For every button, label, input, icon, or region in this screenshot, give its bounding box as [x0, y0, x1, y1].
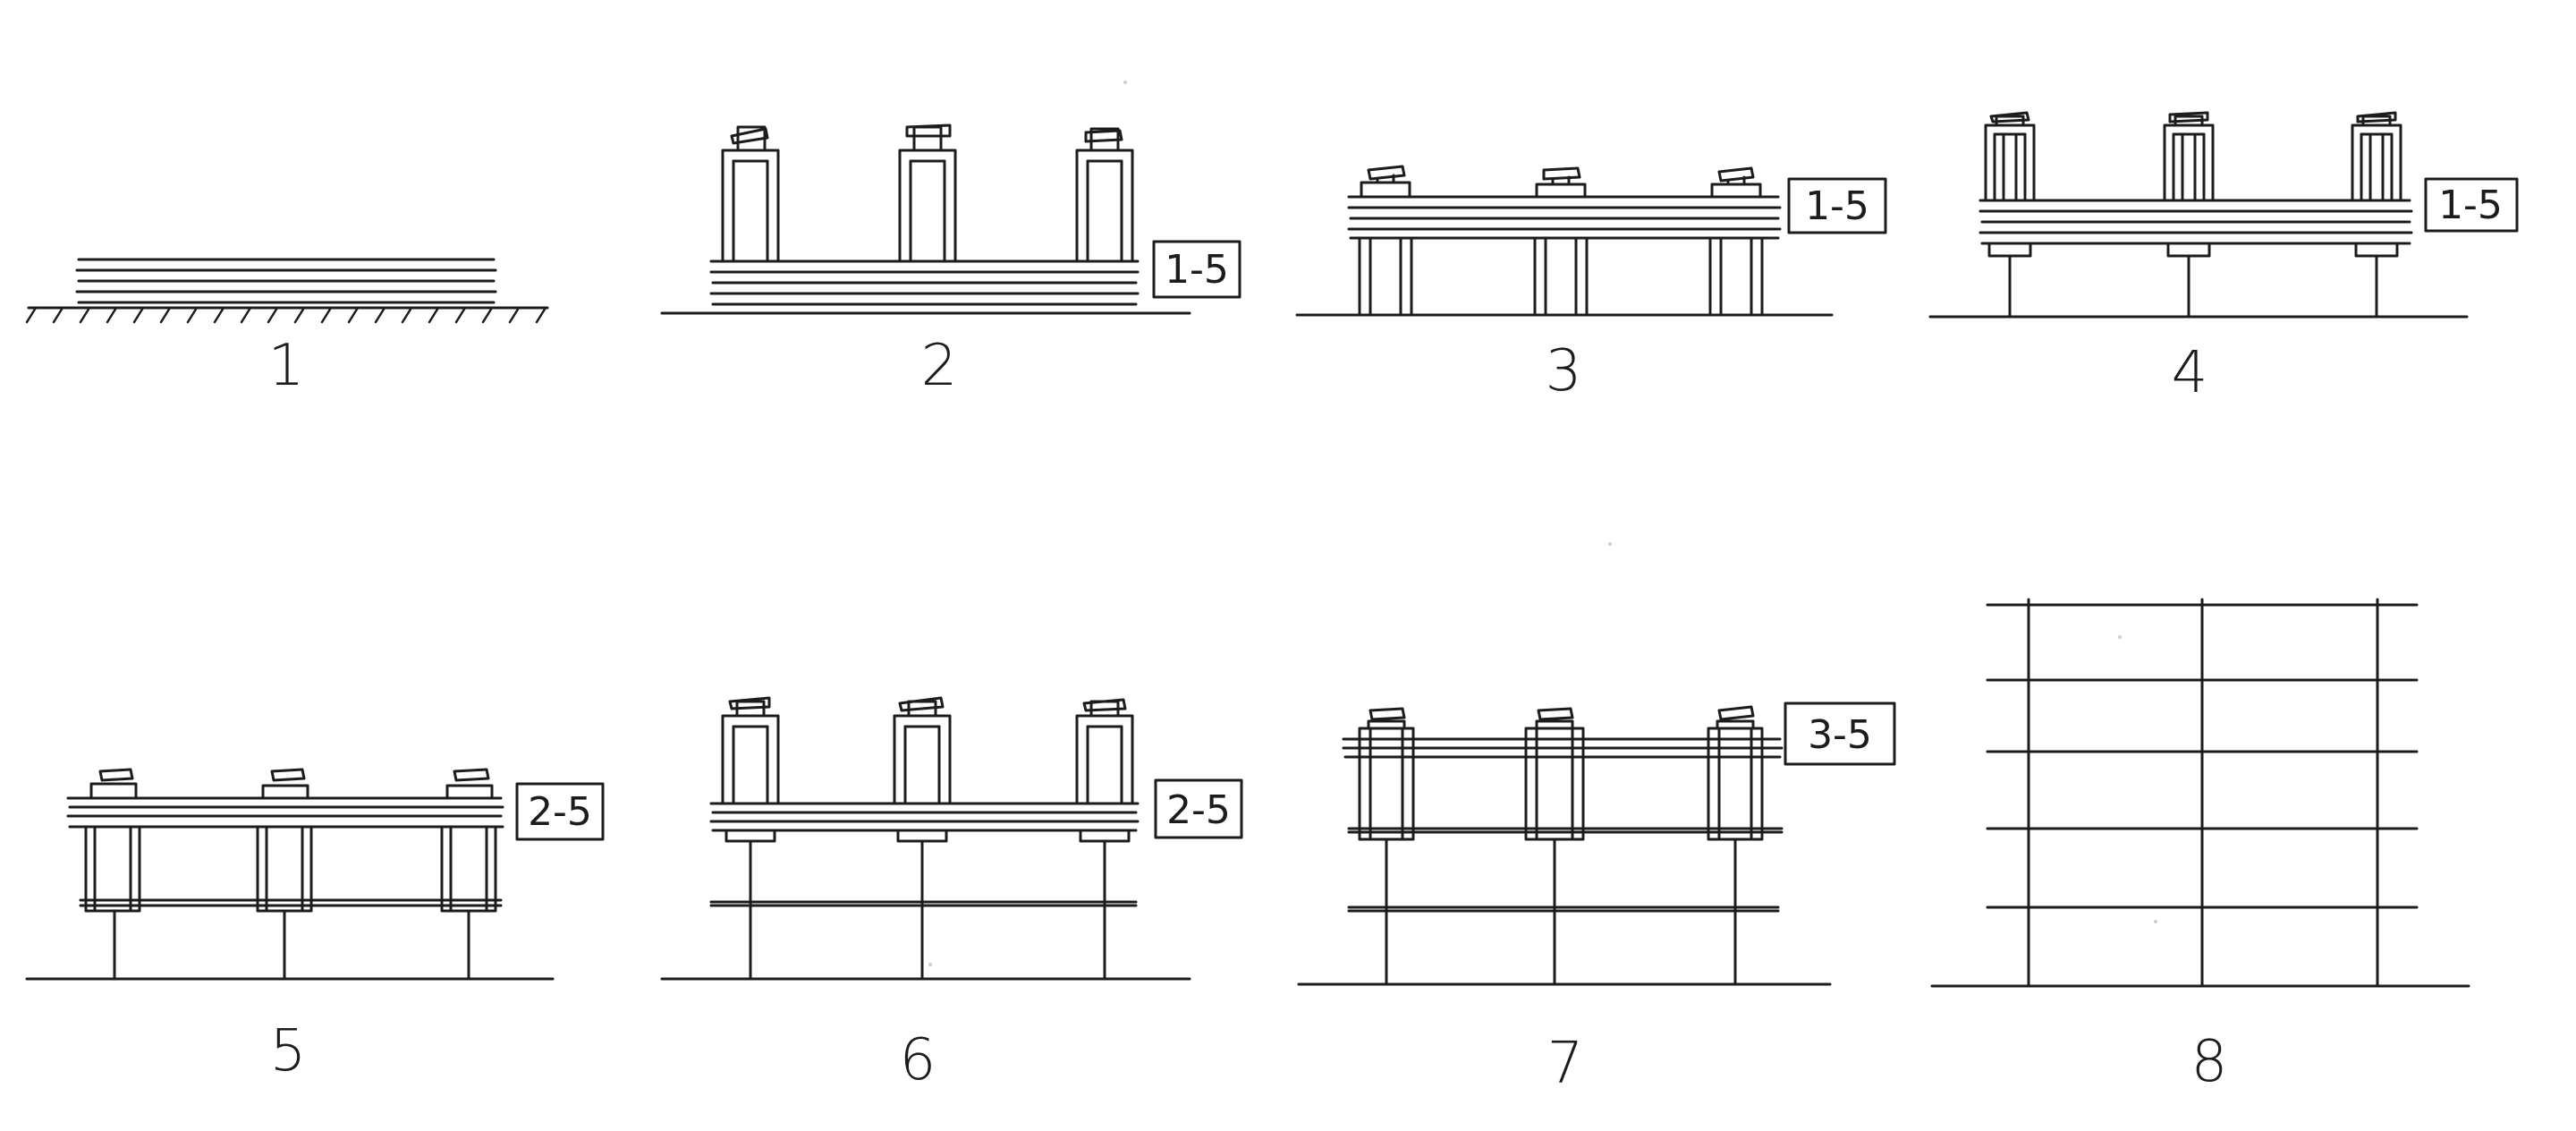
column-middle: [898, 149, 957, 263]
slab-stack: [709, 259, 1140, 306]
step-labels: 1 2 3 4 5 6 7 8: [268, 333, 2228, 1097]
jacks: [1367, 705, 1755, 730]
step-label-6: 6: [900, 1027, 936, 1093]
lifted-slabs: [1342, 737, 1784, 759]
jacks: [1989, 111, 2397, 127]
jacks: [1360, 165, 1762, 199]
range-box: 3-5: [1784, 702, 1896, 766]
lifted-slabs: [709, 802, 1140, 832]
columns: [1358, 236, 1764, 317]
range-box: 1-5: [1787, 177, 1887, 234]
range-label: 2-5: [528, 789, 592, 835]
panel-3: 1-5: [1295, 165, 1887, 317]
step-label-3: 3: [1546, 338, 1582, 404]
range-label: 1-5: [2438, 183, 2503, 228]
step-label-5: 5: [270, 1018, 307, 1084]
jack-left: [730, 125, 769, 152]
panel-6: 2-5: [660, 696, 1243, 981]
columns: [1358, 727, 1764, 986]
panel-7: 3-5: [1297, 702, 1896, 986]
step-label-2: 2: [921, 333, 958, 399]
step-label-7: 7: [1547, 1031, 1584, 1097]
parked-slab-1: [79, 898, 503, 907]
panel-2: 1-5: [660, 123, 1241, 315]
jack-middle: [905, 123, 952, 152]
column-right: [1075, 149, 1134, 263]
column-left: [721, 149, 780, 263]
columns-upper: [1984, 123, 2402, 202]
jacks: [89, 768, 494, 800]
panel-1: [25, 258, 549, 324]
collars: [724, 829, 1131, 843]
range-box: 1-5: [1152, 240, 1241, 299]
step-label-4: 4: [2172, 340, 2208, 406]
range-label: 1-5: [1165, 247, 1229, 293]
parked-slabs: [1347, 827, 1784, 913]
range-box: 1-5: [2424, 177, 2519, 233]
range-label: 2-5: [1166, 787, 1231, 833]
columns-lower: [749, 839, 1106, 981]
panel-8: [1930, 598, 2470, 988]
range-box: 2-5: [515, 782, 605, 841]
ground-hatching: [25, 306, 547, 324]
jack-right: [1084, 127, 1123, 152]
lifted-slabs: [1347, 195, 1782, 240]
slab-stack: [75, 258, 497, 304]
step-label-1: 1: [268, 333, 305, 399]
jacks: [728, 696, 1127, 718]
panel-5: 2-5: [25, 768, 605, 981]
columns-upper: [721, 714, 1134, 805]
lifted-slabs: [66, 796, 504, 829]
collars: [1987, 242, 2399, 258]
lifted-slabs: [1979, 199, 2413, 245]
range-label: 3-5: [1808, 712, 1872, 758]
columns: [84, 825, 497, 981]
ground-hatched: [25, 306, 549, 324]
paper-specks: [928, 81, 2157, 966]
columns-final: [2027, 598, 2379, 988]
columns-lower: [2008, 254, 2378, 319]
range-label: 1-5: [1805, 183, 1869, 229]
panel-4: 1-5: [1928, 111, 2519, 319]
step-label-8: 8: [2191, 1029, 2228, 1095]
range-box: 2-5: [1154, 778, 1243, 839]
